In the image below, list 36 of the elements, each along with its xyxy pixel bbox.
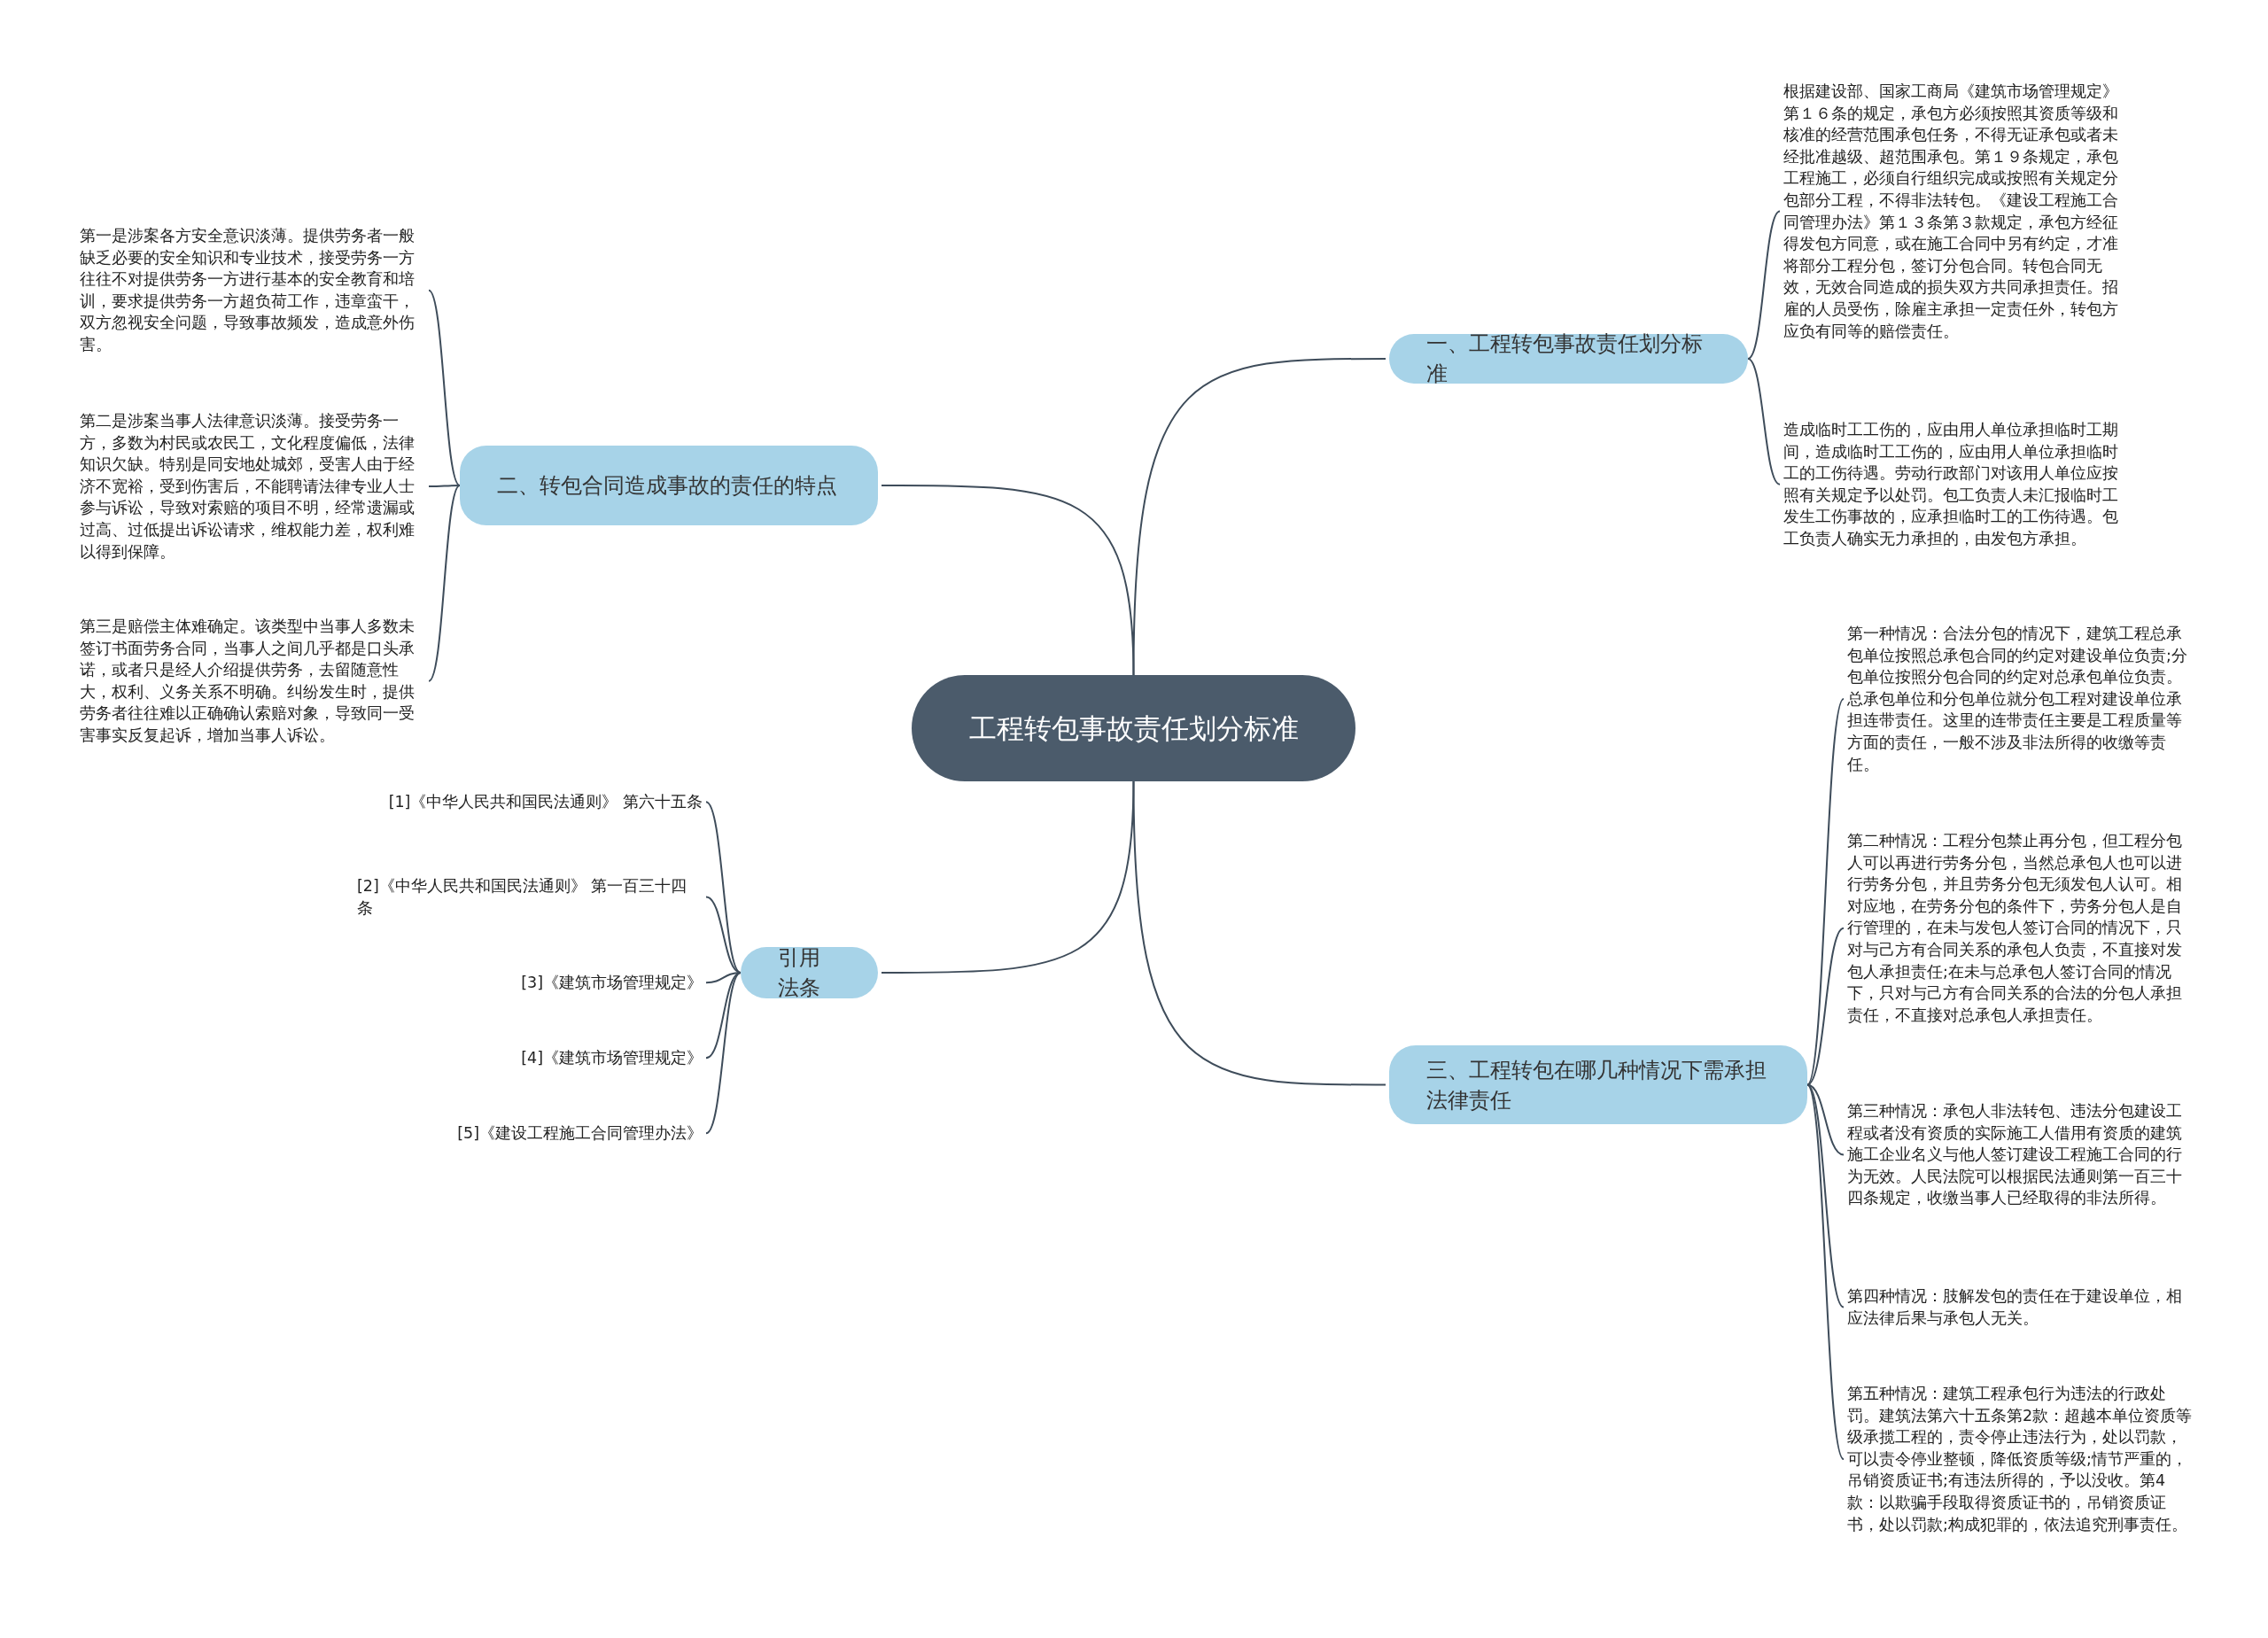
connector-line — [705, 896, 742, 974]
connector-line — [1806, 927, 1845, 1086]
connector-line — [1806, 1083, 1845, 1461]
reference-text: [2]《中华人民共和国民法通则》 第一百三十四条 — [357, 875, 703, 920]
connector-line — [428, 289, 461, 486]
note-text: 第四种情况：肢解发包的责任在于建设单位，相应法律后果与承包人无关。 — [1847, 1285, 2193, 1330]
note-text: 第三种情况：承包人非法转包、违法分包建设工程或者没有资质的实际施工人借用有资质的建筑施工企业名义与他人签订建设工程施工合同的行为无效。人民法院可以根据民法通则第一百三十四条规定，收缴当事人已经取得的非法所得。 — [1847, 1100, 2193, 1209]
reference-text: [1]《中华人民共和国民法通则》 第六十五条 — [388, 791, 703, 813]
note-text: 第一种情况：合法分包的情况下，建筑工程总承包单位按照总承包合同的约定对建设单位负责;分包单位按照分包合同的约定对总承包单位负责。总承包单位和分包单位就分包工程对建设单位承担连带责任。这里的连带责任主要是工程质量等方面的责任，一般不涉及非法所得的收缴等责任。 — [1847, 623, 2193, 776]
reference-text: [3]《建筑市场管理规定》 — [521, 972, 703, 994]
reference-text: [4]《建筑市场管理规定》 — [521, 1047, 703, 1069]
topic-box: 三、工程转包在哪几种情况下需承担法律责任 — [1389, 1045, 1807, 1124]
note-text: 第三是赔偿主体难确定。该类型中当事人多数未签订书面劳务合同，当事人之间几乎都是口头承诺，或者只是经人介绍提供劳务，去留随意性大，权利、义务关系不明确。纠纷发生时，提供劳务者往往难以正确确认索赔对象，导致同一受害事实反复起诉，增加当事人诉讼。 — [80, 616, 425, 747]
note-text: 第一是涉案各方安全意识淡薄。提供劳务者一般缺乏必要的安全知识和专业技术，接受劳务一方往往不对提供劳务一方进行基本的安全教育和培训，要求提供劳务一方超负荷工作，违章蛮干，双方忽视安全问题，导致事故频发，造成意外伤害。 — [80, 225, 425, 356]
connector-line — [428, 485, 461, 488]
topic-box: 二、转包合同造成事故的责任的特点 — [460, 446, 878, 525]
connector-line — [881, 780, 1135, 974]
connector-line — [881, 485, 1135, 676]
connector-line — [1806, 1083, 1845, 1308]
note-text: 根据建设部、国家工商局《建筑市场管理规定》第１６条的规定，承包方必须按照其资质等级和核准的经营范围承包任务，不得无证承包或者未经批准越级、超范围承包。第１９条规定，承包工程施工，必须自行组织完成或按照有关规定分包部分工程，不得非法转包。《建设工程施工合同管理办法》第１３条第３款规定，承包方经征得发包方同意，或在施工合同中另有约定，才准将部分工程分包，签订分包合同。转包合同无效，无效合同造成的损失双方共同承担责任。招雇的人员受伤，除雇主承担一定责任外，转包方应负有同等的赔偿责任。 — [1783, 81, 2129, 343]
note-text: 第二是涉案当事人法律意识淡薄。接受劳务一方，多数为村民或农民工，文化程度偏低，法律知识欠缺。特别是同安地处城郊，受害人由于经济不宽裕，受到伤害后，不能聘请法律专业人士参与诉讼，导致对索赔的项目不明，经常遗漏或过高、过低提出诉讼请求，维权能力差，权利难以得到保障。 — [80, 410, 425, 563]
reference-text: [5]《建设工程施工合同管理办法》 — [457, 1122, 703, 1145]
connector-line — [705, 801, 742, 974]
note-text: 造成临时工工伤的，应由用人单位承担临时工期间，造成临时工工伤的，应由用人单位承担临时工的工伤待遇。劳动行政部门对该用人单位应按照有关规定予以处罚。包工负责人未汇报临时工发生工伤事故的，应承担临时工的工伤待遇。包工负责人确实无力承担的，由发包方承担。 — [1783, 419, 2129, 550]
topic-box: 引用法条 — [741, 947, 878, 998]
central-topic-box: 工程转包事故责任划分标准 — [912, 675, 1355, 781]
topic-box: 一、工程转包事故责任划分标准 — [1389, 334, 1748, 384]
note-text: 第二种情况：工程分包禁止再分包，但工程分包人可以再进行劳务分包，当然总承包人也可以进行劳务分包，并且劳务分包无须发包人认可。相对应地，在劳务分包的条件下，劳务分包人是自行管理的，在未与发包人签订合同的情况下，只对与己方有合同关系的承包人负责，不直接对发包人承担责任;在未与总承包人签订合同的情况下，只对与己方有合同关系的合法的分包人承担责任，不直接对总承包人承担责任。 — [1847, 830, 2193, 1027]
connector-line — [1747, 358, 1781, 485]
connector-line — [1132, 780, 1386, 1086]
connector-line — [428, 485, 461, 682]
connector-line — [1806, 698, 1845, 1086]
connector-line — [1747, 210, 1781, 360]
connector-line — [1806, 1083, 1845, 1156]
note-text: 第五种情况：建筑工程承包行为违法的行政处罚。建筑法第六十五条第2款：超越本单位资质等级承揽工程的，责令停止违法行为，处以罚款，可以责令停业整顿，降低资质等级;情节严重的，吊销资质证书;有违法所得的，予以没收。第4款：以欺骗手段取得资质证书的，吊销资质证书，处以罚款;构成犯罪的，依法追究刑事责任。 — [1847, 1383, 2193, 1536]
connector-line — [705, 972, 742, 1135]
